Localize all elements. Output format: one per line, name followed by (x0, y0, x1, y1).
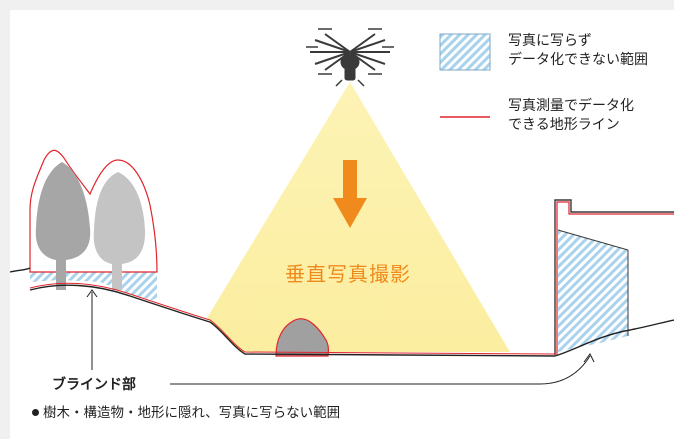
drone-icon (306, 28, 394, 87)
legend-terrain-line2: できる地形ライン (508, 117, 620, 133)
legend-hidden-label: 写真に写らず データ化できない範囲 (508, 32, 648, 70)
legend-hidden-line1: 写真に写らず (508, 33, 592, 49)
blind-area-note: 樹木・構造物・地形に隠れ、写真に写らない範囲 (32, 401, 340, 421)
blind-area-note-text: 樹木・構造物・地形に隠れ、写真に写らない範囲 (43, 405, 341, 421)
bullet-icon (32, 409, 39, 416)
legend-hidden-swatch (439, 33, 491, 71)
legend-terrain-line1: 写真測量でデータ化 (508, 98, 634, 114)
vertical-photo-label: 垂直写真撮影 (285, 262, 411, 286)
hidden-area-building (558, 230, 628, 352)
blind-area-label: ブラインド部 (52, 377, 136, 393)
building-outline (554, 199, 674, 355)
legend-terrain-label: 写真測量でデータ化 できる地形ライン (508, 97, 634, 135)
terrain-line (9, 267, 674, 357)
rock (275, 318, 330, 357)
tree-group (29, 149, 158, 290)
down-arrow-icon (333, 160, 367, 228)
camera-cone (207, 82, 510, 352)
blind-pointer-right (170, 355, 591, 385)
legend-hidden-line2: データ化できない範囲 (508, 52, 648, 68)
